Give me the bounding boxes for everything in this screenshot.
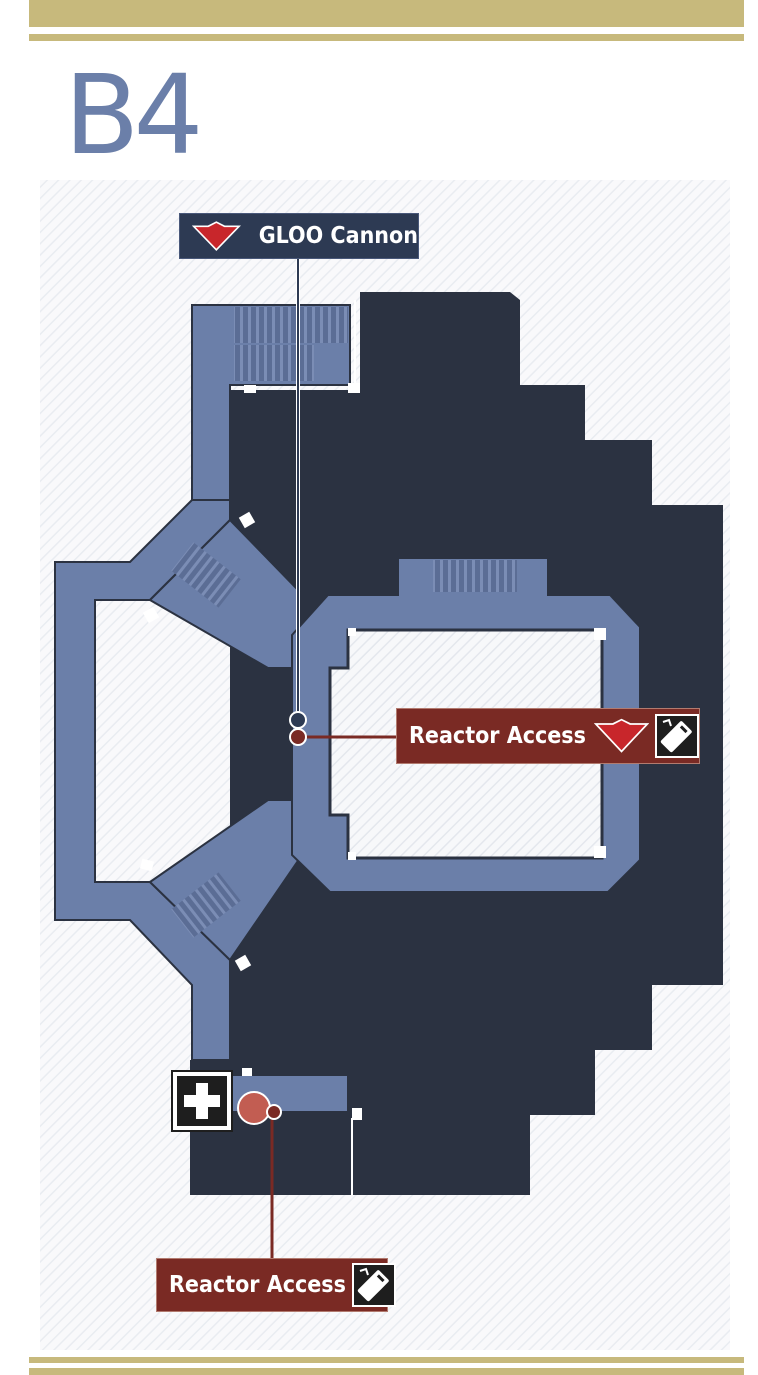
keycard-icon xyxy=(357,1267,389,1302)
keycard-icon xyxy=(660,718,692,753)
reactor-lower-point-marker xyxy=(266,1104,282,1120)
floor-label: B4 xyxy=(64,51,203,179)
gloo-cannon-label: GLOO Cannon xyxy=(258,223,418,249)
medkit-icon[interactable] xyxy=(171,1070,233,1132)
health-point-marker xyxy=(237,1091,271,1125)
top-band xyxy=(29,0,744,27)
gloo-point-marker xyxy=(289,711,307,729)
reactor-upper-point-marker xyxy=(289,728,307,746)
stairs xyxy=(171,307,517,938)
reactor-access-lower-label: Reactor Access xyxy=(169,1272,346,1298)
gloo-cannon-callout[interactable]: GLOO Cannon xyxy=(179,213,419,259)
bottom-band-stripe xyxy=(29,1357,744,1363)
bottom-band xyxy=(29,1368,744,1375)
keycard-icon-box xyxy=(655,714,699,758)
reactor-access-upper-callout[interactable]: Reactor Access xyxy=(396,708,700,764)
keycard-icon-box xyxy=(351,1263,396,1307)
top-band-stripe xyxy=(29,34,744,41)
gloo-cannon-icon xyxy=(192,221,241,251)
reactor-access-upper-label: Reactor Access xyxy=(409,723,586,749)
gloo-cannon-icon xyxy=(593,718,649,753)
reactor-access-lower-callout[interactable]: Reactor Access xyxy=(156,1258,396,1312)
